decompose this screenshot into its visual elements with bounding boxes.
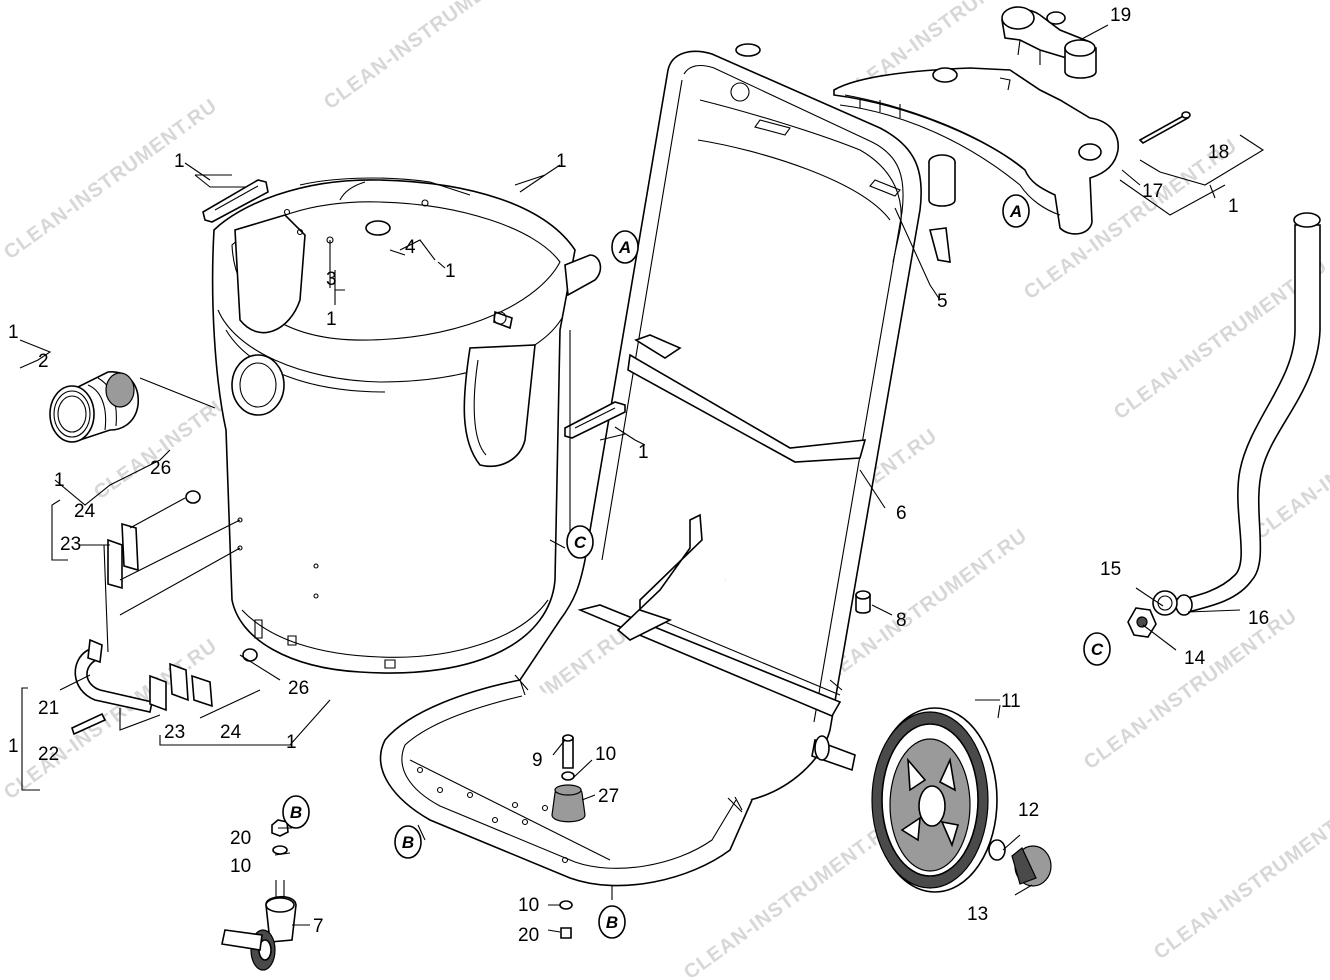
- callout-label: 10: [595, 744, 616, 765]
- callout-label: 23: [60, 534, 81, 555]
- svg-text:B: B: [606, 913, 618, 932]
- callout-label: 1: [8, 736, 19, 757]
- callout-label: 9: [532, 750, 543, 771]
- callout-label: 8: [896, 610, 907, 631]
- callout-label: 26: [288, 678, 309, 699]
- seal-and-nut: [1127, 590, 1178, 638]
- callout-label: 14: [1184, 648, 1206, 669]
- callout-label: 24: [74, 501, 96, 522]
- svg-text:A: A: [618, 238, 631, 257]
- callout-label: 4: [405, 237, 416, 258]
- hub-cap-and-ring: [988, 839, 1052, 887]
- latch-clips: [202, 179, 626, 439]
- watermark: CLEAN-INSTRUMENT.RU: [1080, 605, 1302, 774]
- reference-badge-a: A: [1002, 194, 1030, 228]
- container-tank: [211, 177, 602, 674]
- callout-label: 20: [518, 925, 539, 946]
- leader-lines: [19, 24, 1265, 933]
- callout-label: 1: [326, 309, 337, 330]
- svg-text:B: B: [290, 803, 302, 822]
- callout-label: 12: [1018, 800, 1039, 821]
- callout-label: 13: [967, 904, 988, 925]
- callout-label: 11: [1001, 691, 1021, 712]
- callout-label: 17: [1142, 181, 1163, 202]
- reference-badge-a: A: [611, 230, 639, 264]
- reference-badge-c: C: [566, 525, 594, 559]
- callout-label: 18: [1208, 142, 1229, 163]
- watermark: CLEAN-INSTRUMENT.RU: [1150, 795, 1330, 964]
- callout-label: 24: [220, 722, 242, 743]
- socket: [855, 590, 871, 614]
- part-number-labels: 1 1 1 1 1 1 1 1 1 1 2 3 4 5 6 7 8 9 10 1…: [8, 5, 1269, 946]
- callout-label: 10: [230, 856, 251, 877]
- hose-holder: [833, 67, 1119, 235]
- suction-tube: [1175, 212, 1321, 616]
- callout-label: 6: [896, 503, 907, 524]
- callout-label: 5: [937, 291, 948, 312]
- svg-text:A: A: [1009, 202, 1022, 221]
- svg-text:C: C: [574, 533, 587, 552]
- callout-label: 20: [230, 828, 251, 849]
- callout-label: 16: [1248, 608, 1269, 629]
- callout-label: 3: [326, 269, 337, 290]
- reference-badges: A A C C B B B: [282, 194, 1111, 939]
- accessory-holder: [1001, 6, 1097, 79]
- side-bracket-parts: [71, 490, 258, 736]
- callout-label: 22: [38, 744, 59, 765]
- callout-label: 15: [1100, 559, 1121, 580]
- wheel: [871, 707, 998, 893]
- svg-text:C: C: [1091, 640, 1104, 659]
- castor: [221, 819, 297, 971]
- callout-label: 1: [174, 151, 185, 172]
- screw-washer-buffer: [551, 734, 586, 939]
- callout-label: 10: [518, 895, 539, 916]
- reference-badge-b: B: [282, 795, 310, 829]
- svg-text:B: B: [402, 833, 414, 852]
- callout-label: 23: [164, 722, 185, 743]
- callout-label: 21: [38, 698, 59, 719]
- callout-label: 1: [445, 261, 456, 282]
- callout-label: 1: [1228, 196, 1239, 217]
- watermark: CLEAN-INSTRUMENT.RU: [320, 0, 542, 114]
- callout-label: 1: [286, 732, 297, 753]
- pin: [1138, 111, 1191, 144]
- callout-label: 1: [8, 322, 19, 343]
- callout-label: 2: [38, 351, 49, 372]
- watermark: CLEAN-INSTRUMENT.RU: [0, 635, 222, 804]
- callout-label: 7: [313, 916, 324, 937]
- reference-badge-b: B: [394, 825, 422, 859]
- trolley-frame: [379, 43, 956, 887]
- callout-label: 26: [150, 458, 171, 479]
- reference-badge-b: B: [598, 905, 626, 939]
- callout-label: 19: [1110, 5, 1131, 26]
- callout-label: 1: [556, 151, 567, 172]
- callout-label: 1: [638, 442, 649, 463]
- callout-label: 1: [54, 470, 65, 491]
- watermark: CLEAN-INSTRUMENT.RU: [0, 95, 222, 264]
- inlet-adapter: [49, 371, 139, 443]
- reference-badge-c: C: [1083, 632, 1111, 666]
- callout-label: 27: [598, 786, 619, 807]
